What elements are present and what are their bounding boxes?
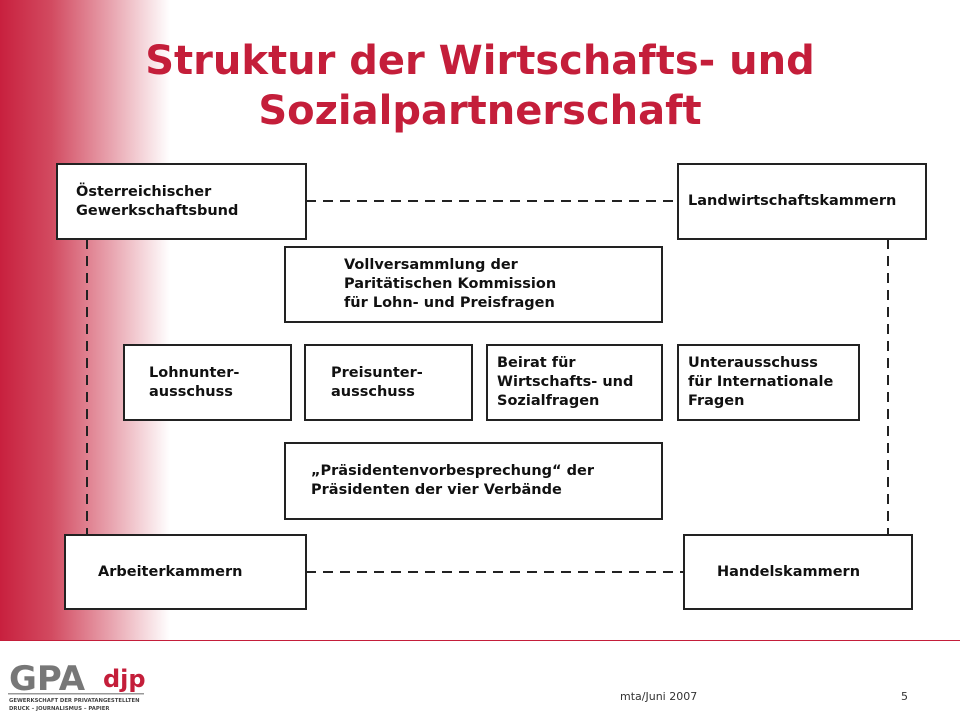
node-vollversammlung-label: Vollversammlung der Paritätischen Kommis… [344, 257, 557, 311]
node-unterausschuss-international-label: Unterausschuss für Internationale Fragen [688, 355, 834, 409]
node-oegb: Österreichischer Gewerkschaftsbund [56, 163, 307, 240]
logo-tagline-1: GEWERKSCHAFT DER PRIVATANGESTELLTEN [9, 698, 140, 704]
gpa-djp-logo: GPA djp GEWERKSCHAFT DER PRIVATANGESTELL… [8, 659, 148, 718]
node-beirat: Beirat für Wirtschafts- und Sozialfragen [486, 344, 663, 421]
node-lohnunterausschuss: Lohnunter- ausschuss [123, 344, 292, 421]
node-oegb-label: Österreichischer Gewerkschaftsbund [76, 183, 239, 219]
logo-mark-text: GPA [9, 660, 86, 699]
node-handelskammern: Handelskammern [683, 534, 913, 610]
node-preisunterausschuss: Preisunter- ausschuss [304, 344, 473, 421]
node-praesidentenvorbesprechung: „Präsidentenvorbesprechung“ der Präsiden… [284, 442, 663, 520]
node-beirat-label: Beirat für Wirtschafts- und Sozialfragen [497, 355, 634, 409]
page-title: Struktur der Wirtschafts- und Sozialpart… [60, 36, 900, 136]
background-gradient-band [0, 0, 170, 640]
logo-tagline-2: DRUCK – JOURNALISMUS – PAPIER [9, 706, 109, 712]
node-landwirtschaftskammern: Landwirtschaftskammern [677, 163, 927, 240]
title-line-1: Struktur der Wirtschafts- und [145, 38, 815, 84]
page-number: 5 [901, 690, 908, 703]
node-handelskammern-label: Handelskammern [717, 563, 861, 580]
node-praesidentenvorbesprechung-label: „Präsidentenvorbesprechung“ der Präsiden… [311, 463, 594, 498]
footer-divider [0, 640, 960, 641]
footer-text: mta/Juni 2007 [620, 690, 698, 703]
node-arbeiterkammern: Arbeiterkammern [64, 534, 307, 610]
connector-lines [86, 200, 889, 573]
node-lohnunterausschuss-label: Lohnunter- ausschuss [149, 364, 240, 400]
logo-mark: GPA djp GEWERKSCHAFT DER PRIVATANGESTELL… [8, 659, 146, 712]
node-arbeiterkammern-label: Arbeiterkammern [98, 563, 243, 580]
node-vollversammlung: Vollversammlung der Paritätischen Kommis… [284, 246, 663, 323]
node-preisunterausschuss-label: Preisunter- ausschuss [331, 364, 423, 400]
logo-sub-text: djp [103, 665, 146, 693]
title-line-2: Sozialpartnerschaft [258, 88, 702, 134]
node-unterausschuss-international: Unterausschuss für Internationale Fragen [677, 344, 860, 421]
node-landwirtschaftskammern-label: Landwirtschaftskammern [688, 193, 897, 209]
